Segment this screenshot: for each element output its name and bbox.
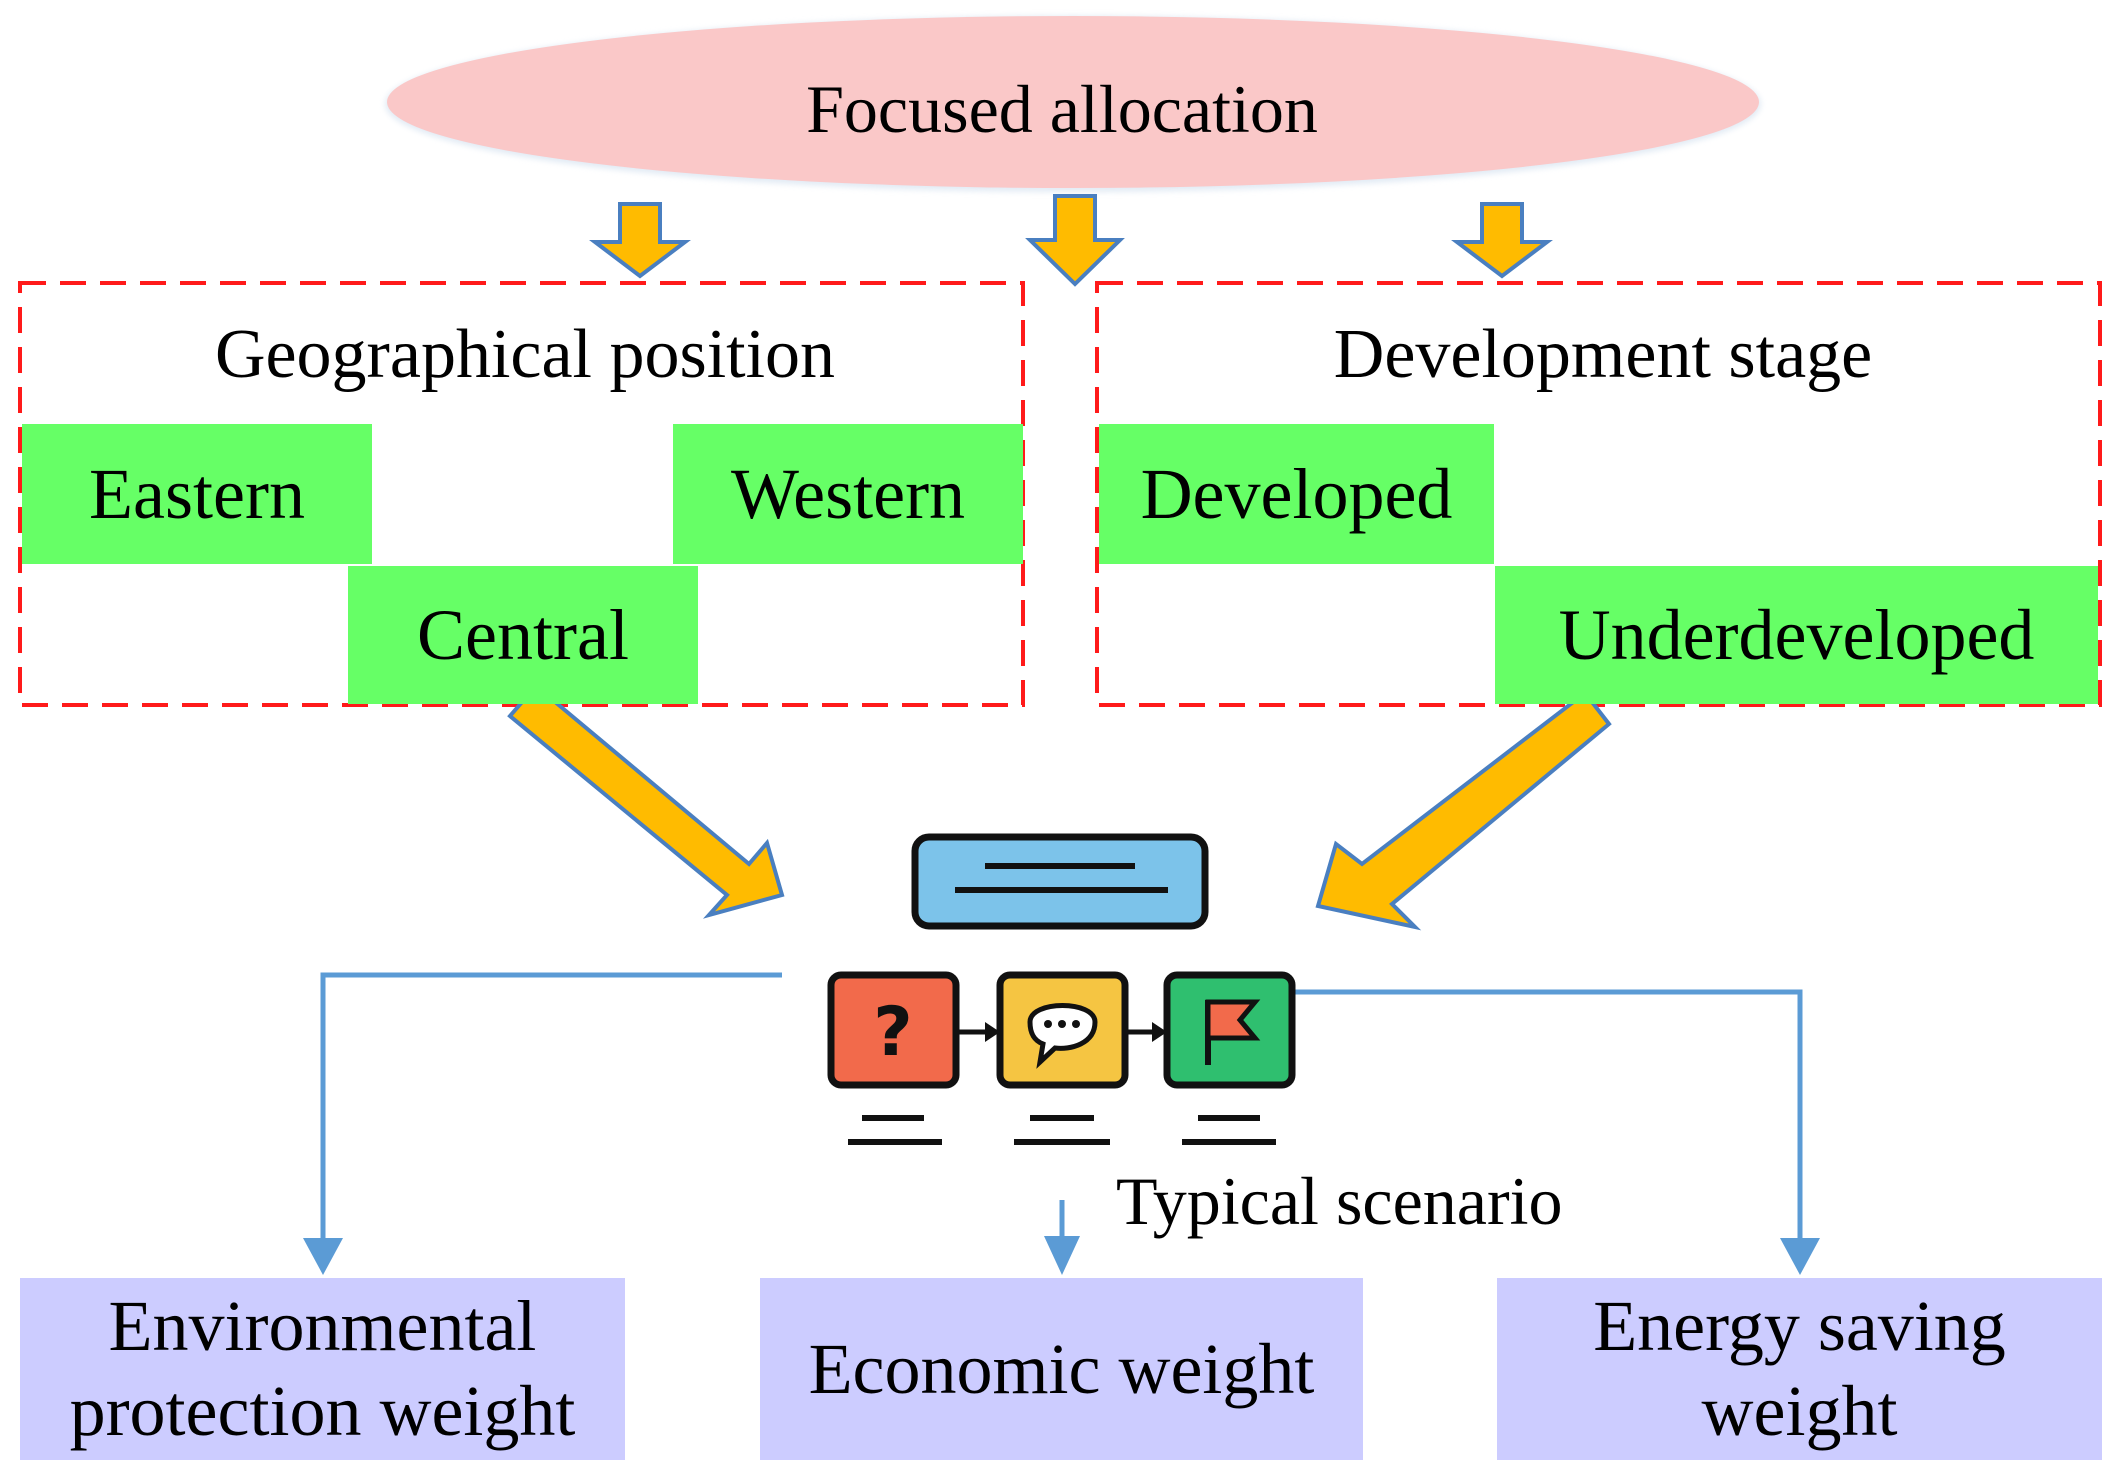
focused-allocation-ellipse-fill [387,16,1759,188]
focused-allocation-label: Focused allocation [806,71,1318,147]
central-cell: Central [348,566,698,704]
down-arrow-center [1025,194,1125,287]
icon-underlines [848,1115,1276,1145]
environmental-weight-line1: Environmental [108,1286,537,1367]
energy-saving-weight-line2: weight [1701,1371,1898,1451]
energy-saving-weight-box: Energy saving weight [1497,1278,2102,1460]
speech-bubble-icon [996,971,1129,1089]
typical-scenario-label: Typical scenario [1116,1163,1563,1239]
diagonal-arrow-left [507,683,785,919]
economic-weight-box: Economic weight [760,1278,1363,1460]
geographical-position-title: Geographical position [214,316,836,393]
diagonal-arrow-right [1315,690,1612,931]
svg-text:?: ? [873,993,912,1072]
question-icon: ? [827,971,960,1089]
environmental-weight-line2: protection weight [69,1371,576,1451]
connector-arrowhead-economic [1044,1236,1080,1275]
developed-cell: Developed [1099,424,1494,564]
environmental-protection-weight-box: Environmental protection weight [20,1278,625,1460]
connector-arrowhead-energy-saving [1780,1238,1820,1275]
connector-arrowhead-environmental [303,1238,343,1275]
economic-weight-label: Economic weight [808,1328,1315,1409]
flag-icon [1163,971,1296,1089]
connector-to-environmental [320,972,782,1240]
connector-to-energy-saving [1292,989,1803,1240]
energy-saving-weight-line1: Energy saving [1593,1286,2006,1367]
down-arrow-right [1451,202,1553,279]
development-stage-box [1095,281,2102,707]
underdeveloped-cell: Underdeveloped [1495,566,2098,704]
down-arrow-left [589,202,691,279]
banner-icon [911,833,1209,930]
development-stage-title: Development stage [1333,316,1873,393]
eastern-cell: Eastern [22,424,372,564]
western-cell: Western [673,424,1023,564]
